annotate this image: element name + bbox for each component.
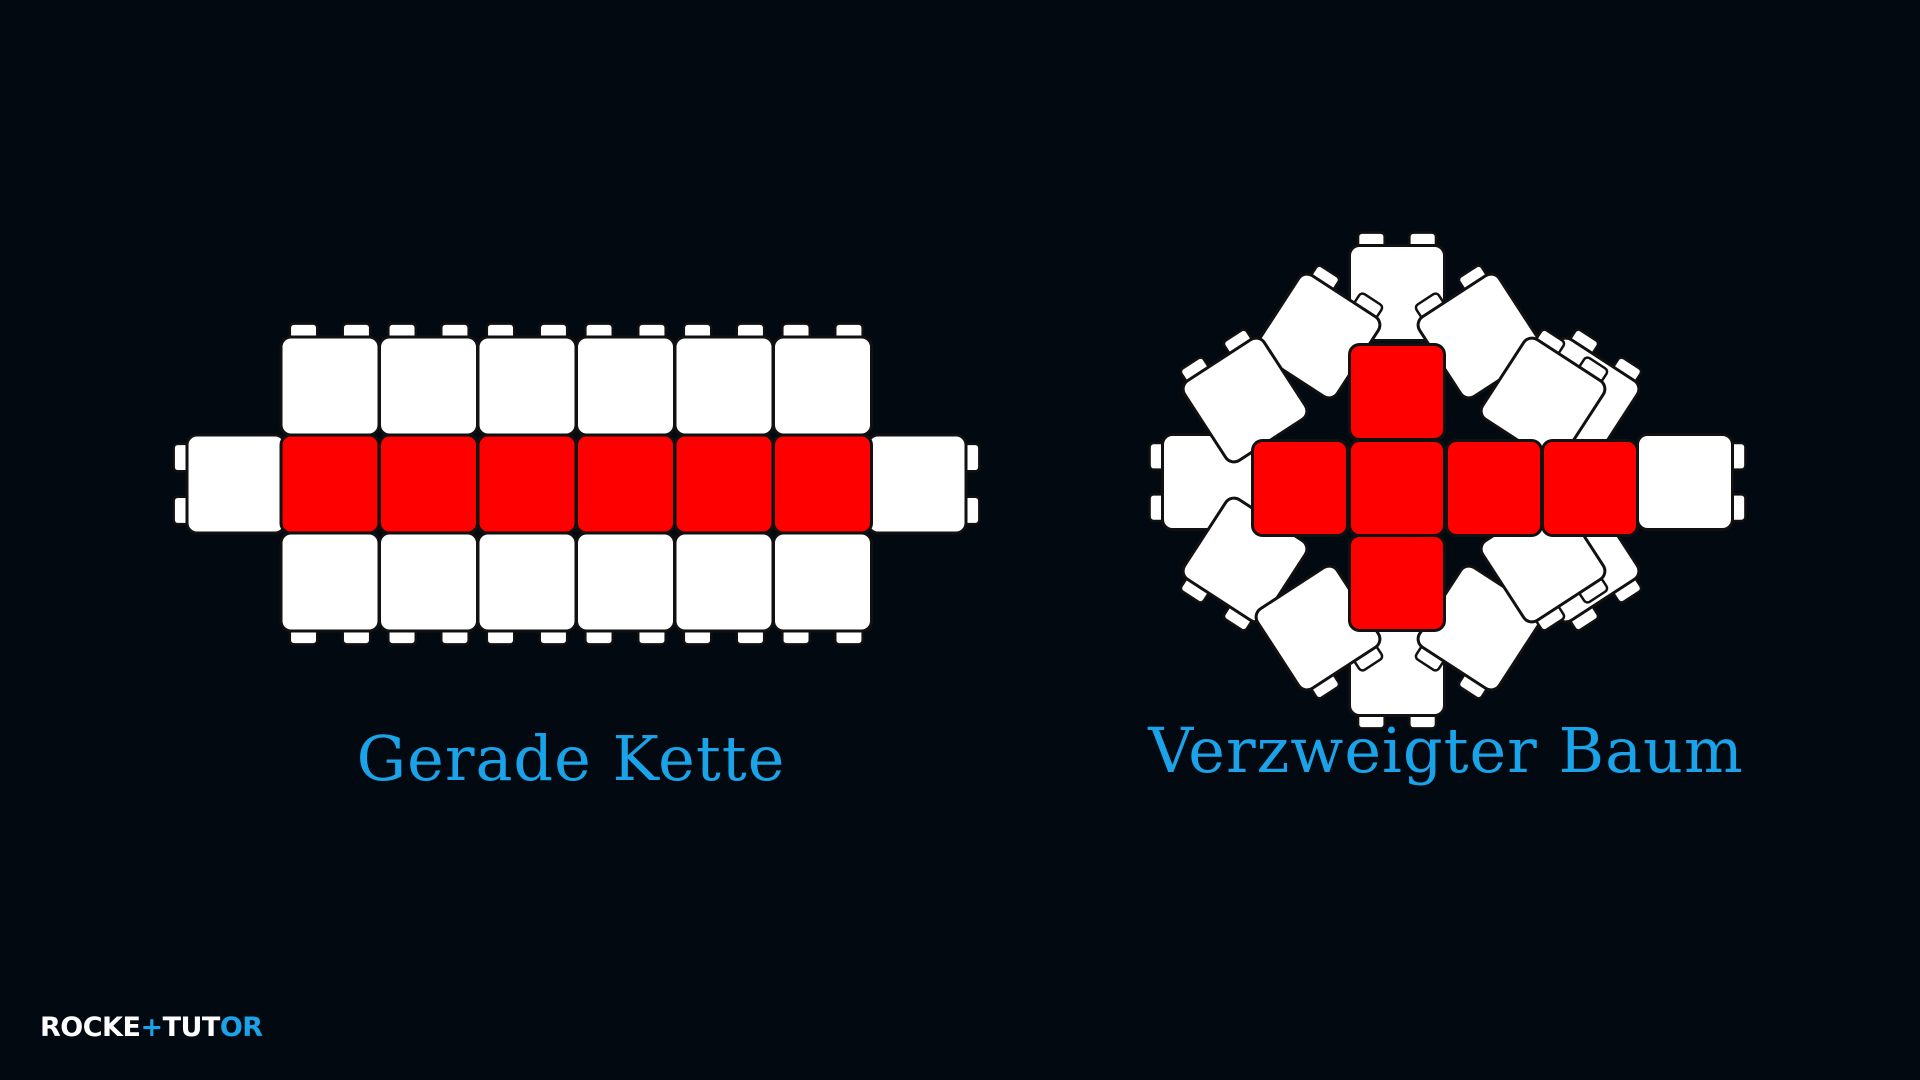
caption-branched-tree: Verzweigter Baum — [1148, 714, 1744, 787]
straight-chain-molecule — [172, 322, 981, 646]
hydrogen-block-face — [476, 531, 578, 633]
hydrogen-block-face — [1636, 433, 1734, 531]
hydrogen-block-face — [378, 531, 479, 633]
hydrogen-block-bottom — [673, 531, 775, 646]
hydrogen-block-top — [575, 322, 676, 437]
carbon-block-face — [1251, 439, 1349, 537]
carbon-block-face — [1348, 534, 1446, 632]
hydrogen-block-face — [772, 531, 873, 633]
carbon-block-face — [1541, 439, 1639, 537]
hydrogen-block-bottom — [476, 531, 578, 646]
hydrogen-block-bottom — [279, 531, 381, 646]
hydrogen-block-top — [772, 322, 873, 437]
carbon-block — [1251, 439, 1349, 537]
hydrogen-block-face — [279, 531, 381, 633]
hydrogen-block-face — [673, 531, 775, 633]
hydrogen-block-face — [185, 433, 287, 535]
carbon-block-face — [279, 433, 381, 535]
brand-logo-part3: OR — [219, 1012, 263, 1043]
hydrogen-block-top — [673, 322, 775, 437]
carbon-block — [1348, 439, 1446, 537]
hydrogen-block-face — [279, 335, 381, 437]
hydrogen-block-right — [1636, 433, 1747, 531]
carbon-block — [772, 433, 873, 535]
hydrogen-block-bottom — [772, 531, 873, 646]
caption-straight-chain: Gerade Kette — [356, 722, 786, 795]
carbon-block — [1348, 534, 1446, 632]
hydrogen-block-face — [575, 531, 676, 633]
carbon-block — [476, 433, 578, 535]
carbon-block-face — [575, 433, 676, 535]
carbon-block-face — [772, 433, 873, 535]
hydrogen-block-top — [476, 322, 578, 437]
hydrogen-block-diag — [1179, 328, 1309, 464]
carbon-block-face — [378, 433, 479, 535]
carbon-block-face — [1445, 439, 1543, 537]
hydrogen-block-end-right — [866, 433, 981, 535]
hydrogen-block-face — [866, 433, 968, 535]
hydrogen-block-face — [378, 335, 479, 437]
hydrogen-block-bottom — [378, 531, 479, 646]
hydrogen-block-face — [575, 335, 676, 437]
carbon-block — [673, 433, 775, 535]
hydrogen-block-top — [378, 322, 479, 437]
hydrogen-block-face — [772, 335, 873, 437]
branched-tree-molecule — [1148, 231, 1747, 730]
carbon-block — [1541, 439, 1639, 537]
brand-logo-part2: TUT — [162, 1012, 221, 1043]
hydrogen-block-top — [279, 322, 381, 437]
carbon-block-face — [673, 433, 775, 535]
carbon-block — [575, 433, 676, 535]
carbon-block — [378, 433, 479, 535]
carbon-block-face — [1348, 439, 1446, 537]
carbon-block-face — [476, 433, 578, 535]
brand-logo-part1: ROCKE — [40, 1012, 141, 1043]
hydrogen-block-end-left — [172, 433, 287, 535]
carbon-block — [1445, 439, 1543, 537]
hydrogen-block-face — [476, 335, 578, 437]
carbon-block-face — [1348, 343, 1446, 441]
hydrogen-block-face — [673, 335, 775, 437]
carbon-block — [1348, 343, 1446, 441]
carbon-block — [279, 433, 381, 535]
plus-icon: + — [140, 1012, 163, 1043]
hydrogen-block-bottom — [575, 531, 676, 646]
